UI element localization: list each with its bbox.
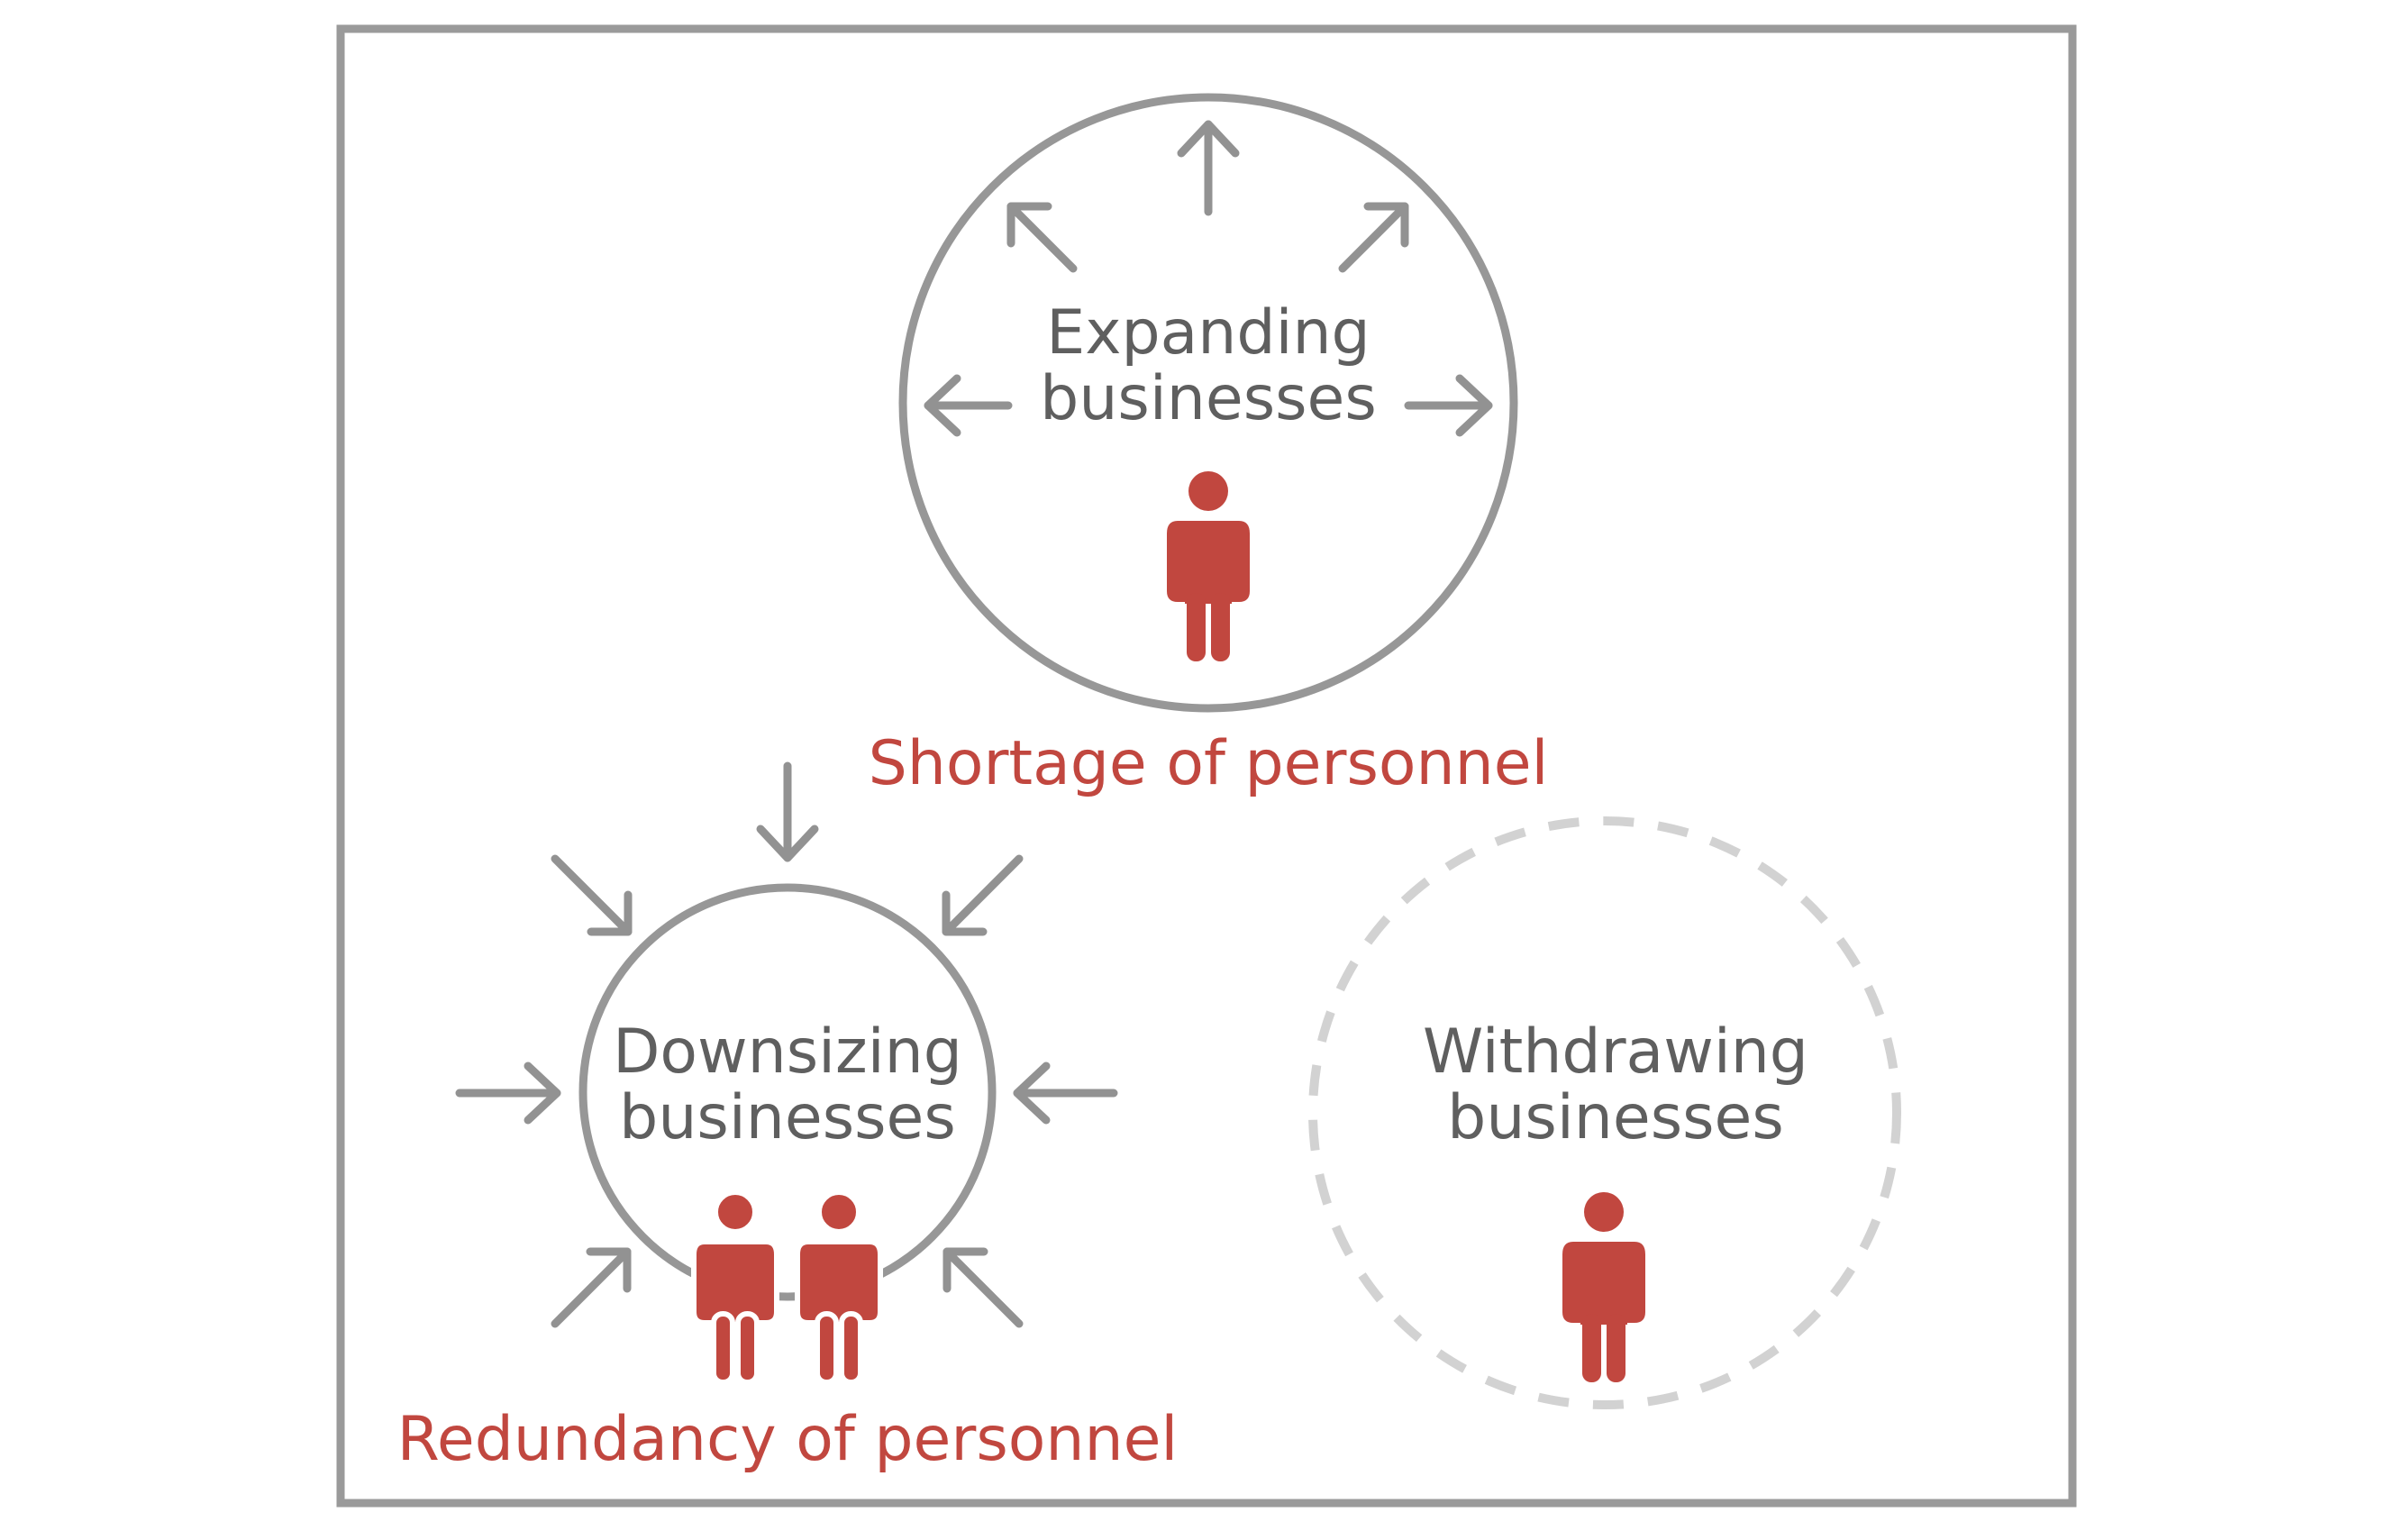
downsizing-label-line1: Downsizing	[613, 1016, 962, 1088]
arrow-icon	[1006, 202, 1078, 273]
downsizing-group: Downsizing businesses Redundancy of pers…	[397, 761, 1179, 1475]
expanding-label-line1: Expanding	[1046, 297, 1370, 369]
person-icon	[1167, 471, 1250, 661]
downsizing-caption: Redundancy of personnel	[397, 1404, 1179, 1475]
withdrawing-circle	[1308, 816, 1901, 1409]
arrow-icon	[924, 374, 1013, 437]
arrow-icon	[756, 761, 819, 862]
arrow-icon	[551, 854, 633, 936]
withdrawing-group: Withdrawing businesses	[1308, 816, 1901, 1409]
arrow-icon	[551, 1247, 632, 1328]
arrow-icon	[1338, 202, 1409, 273]
arrow-icon	[1177, 120, 1240, 216]
withdrawing-label-line2: businesses	[1447, 1082, 1784, 1153]
arrow-icon	[1013, 1062, 1118, 1125]
arrow-icon	[942, 854, 1024, 936]
outer-frame	[336, 24, 2077, 1508]
arrow-icon	[1404, 374, 1493, 437]
arrow-icon	[942, 1247, 1024, 1328]
expanding-label-line2: businesses	[1040, 363, 1377, 434]
person-icon	[694, 1192, 777, 1382]
downsizing-arrows	[455, 761, 1118, 1328]
expanding-circle	[898, 93, 1518, 713]
expanding-caption: Shortage of personnel	[869, 728, 1549, 799]
arrow-icon	[455, 1062, 561, 1125]
person-icon	[1562, 1192, 1645, 1382]
downsizing-label-line2: businesses	[619, 1082, 956, 1153]
expanding-group: Expanding businesses Shortage of personn…	[869, 93, 1549, 799]
withdrawing-label-line1: Withdrawing	[1423, 1016, 1808, 1088]
downsizing-circle	[578, 883, 997, 1301]
expanding-arrows	[924, 120, 1493, 437]
person-icon	[797, 1192, 880, 1382]
